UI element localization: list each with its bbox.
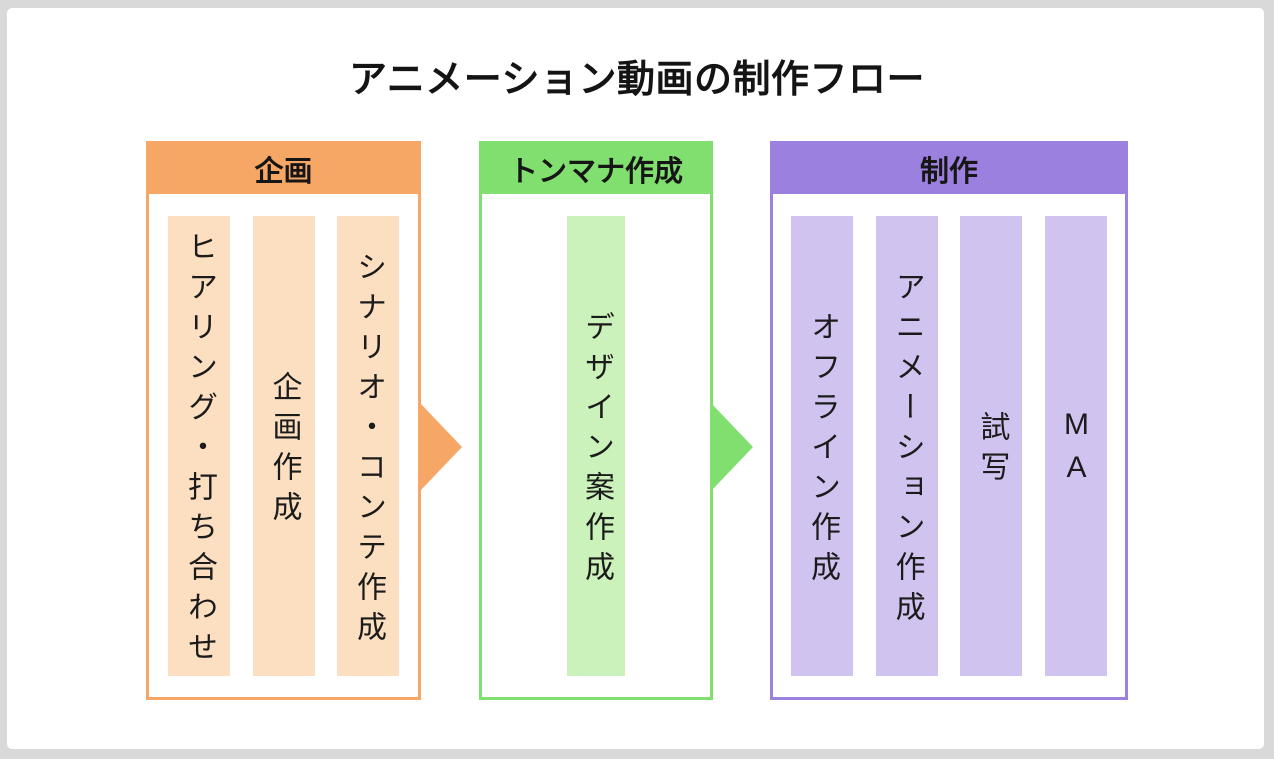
step-hearing-meeting-label: ヒアリング・打ち合わせ [183,230,216,671]
step-ma-label: MA [1059,407,1093,494]
stage-production-header: 制作 [773,144,1125,194]
arrow-right-icon [711,403,753,491]
step-design-draft: デザイン案作成 [567,215,625,676]
step-ma: MA [1044,215,1107,676]
stage-tonmana: トンマナ作成 デザイン案作成 [479,141,713,700]
stage-planning-body: ヒアリング・打ち合わせ 企画作成 シナリオ・コンテ作成 [149,194,418,697]
step-plan-creation: 企画作成 [252,215,315,676]
stage-tonmana-body: デザイン案作成 [482,194,710,697]
stage-production: 制作 オフライン作成 アニメーション作成 試写 MA [770,141,1128,700]
step-scenario-storyboard-label: シナリオ・コンテ作成 [352,250,385,651]
step-offline-edit: オフライン作成 [791,215,853,676]
arrow-right-icon [420,403,462,491]
step-animation-creation: アニメーション作成 [875,215,938,676]
stage-planning-header: 企画 [149,144,418,194]
step-screening: 試写 [960,215,1023,676]
step-offline-edit-label: オフライン作成 [806,310,839,591]
step-scenario-storyboard: シナリオ・コンテ作成 [337,215,399,676]
stage-production-body: オフライン作成 アニメーション作成 試写 MA [773,194,1125,697]
step-design-draft-label: デザイン案作成 [580,310,613,591]
step-plan-creation-label: 企画作成 [267,370,301,531]
step-hearing-meeting: ヒアリング・打ち合わせ [168,215,230,676]
step-animation-creation-label: アニメーション作成 [890,270,924,631]
stage-planning: 企画 ヒアリング・打ち合わせ 企画作成 シナリオ・コンテ作成 [146,141,421,700]
stage-tonmana-header: トンマナ作成 [482,144,710,194]
page-title: アニメーション動画の制作フロー [349,59,925,101]
step-screening-label: 試写 [975,410,1009,491]
